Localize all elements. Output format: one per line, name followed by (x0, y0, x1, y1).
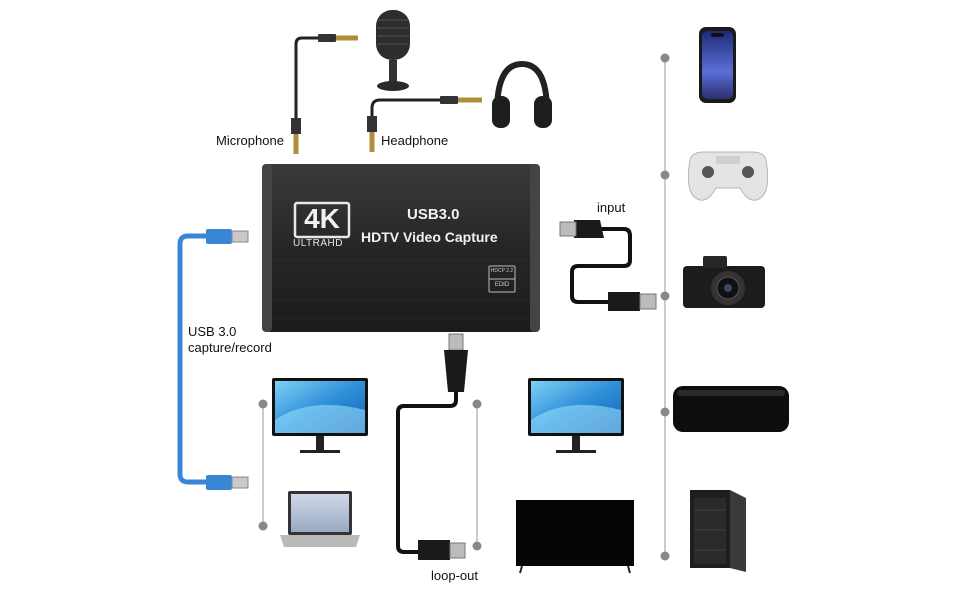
divider-dot (472, 541, 482, 551)
headphones-icon (492, 60, 552, 128)
pc-tower-icon (690, 490, 746, 572)
laptop-icon (280, 491, 360, 547)
divider-dot (660, 53, 670, 63)
usb-label-line1: USB 3.0 (188, 324, 237, 339)
gamepad-icon (687, 151, 769, 201)
capture-card (262, 164, 540, 332)
divider-dot (258, 521, 268, 531)
microphone-label: Microphone (216, 133, 284, 148)
monitor-icon (272, 378, 368, 453)
microphone-cable (291, 34, 358, 154)
game-console-icon (673, 386, 789, 432)
device-title-line2: HDTV Video Capture (361, 229, 498, 245)
usb-cable (177, 229, 249, 490)
divider-dot (660, 291, 670, 301)
usb-label-line2: capture/record (188, 340, 272, 355)
logo-4k: 4K (304, 203, 340, 234)
microphone-icon (376, 10, 410, 91)
badge-hdcp: HDCP 2.2 (490, 268, 514, 274)
smartphone-icon (699, 27, 736, 103)
4k-logo-box (293, 201, 351, 239)
hdmi-input-cable (559, 220, 657, 311)
loop-out-label: loop-out (431, 568, 478, 583)
headphone-label: Headphone (381, 133, 449, 148)
logo-ultrahd: ULTRAHD (293, 238, 343, 249)
device-title-line1: USB3.0 (407, 206, 460, 223)
divider-dot (660, 407, 670, 417)
tv-icon (516, 500, 634, 574)
badge-edid: EDID (494, 282, 510, 288)
camera-icon (683, 256, 765, 308)
divider-dot (472, 399, 482, 409)
input-label: input (597, 200, 626, 215)
headphone-cable (367, 96, 482, 152)
hdmi-loopout-cable (396, 333, 468, 560)
divider-dot (660, 170, 670, 180)
monitor-icon (528, 378, 624, 453)
divider-dot (660, 551, 670, 561)
divider-dot (258, 399, 268, 409)
